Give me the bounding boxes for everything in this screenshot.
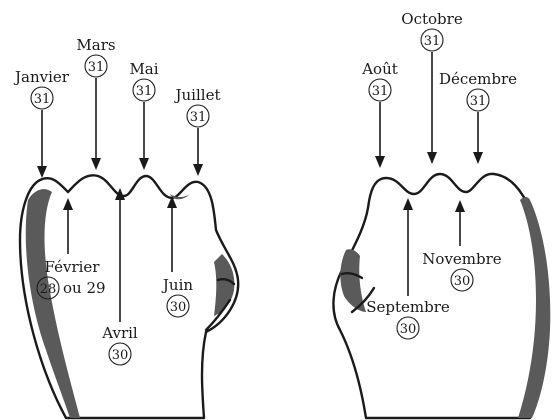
days-count: 30 — [400, 322, 417, 337]
month-mai: Mai 31 — [129, 60, 158, 170]
month-label: Mai — [129, 60, 158, 78]
month-decembre: Décembre 31 — [439, 70, 517, 164]
month-mars: Mars 31 — [76, 36, 115, 170]
month-label: Décembre — [439, 70, 517, 88]
arrowhead — [37, 166, 47, 178]
days-count: 31 — [34, 92, 51, 107]
days-count: 31 — [424, 34, 441, 49]
days-count: 31 — [470, 94, 487, 109]
arrowhead — [427, 152, 437, 164]
days-count: 31 — [190, 110, 207, 125]
arrowhead — [91, 158, 101, 170]
days-count: 31 — [136, 84, 153, 99]
days-count: 31 — [88, 60, 105, 75]
month-label: Février — [45, 258, 101, 276]
arrowhead — [375, 156, 385, 168]
leap-year-note: ou 29 — [63, 279, 106, 297]
month-label: Juin — [161, 276, 193, 294]
arrowhead — [139, 158, 149, 170]
right-fist — [333, 174, 550, 418]
days-count: 31 — [372, 84, 389, 99]
month-label: Juillet — [174, 86, 221, 104]
month-label: Mars — [76, 36, 115, 54]
month-label: Novembre — [422, 250, 502, 268]
month-label: Octobre — [401, 10, 463, 28]
month-label: Avril — [101, 324, 138, 342]
arrowhead — [473, 152, 483, 164]
arrowhead — [193, 164, 203, 176]
right-fist-outline — [333, 174, 548, 418]
days-count: 30 — [112, 348, 129, 363]
month-label: Septembre — [366, 298, 450, 316]
days-count: 28 — [40, 282, 57, 297]
month-label: Janvier — [13, 68, 70, 86]
month-aout: Août 31 — [361, 60, 398, 168]
month-juillet: Juillet 31 — [174, 86, 221, 176]
days-count: 30 — [454, 274, 471, 289]
month-janvier: Janvier 31 — [13, 68, 70, 178]
month-label: Août — [361, 60, 398, 78]
days-count: 30 — [170, 300, 187, 315]
